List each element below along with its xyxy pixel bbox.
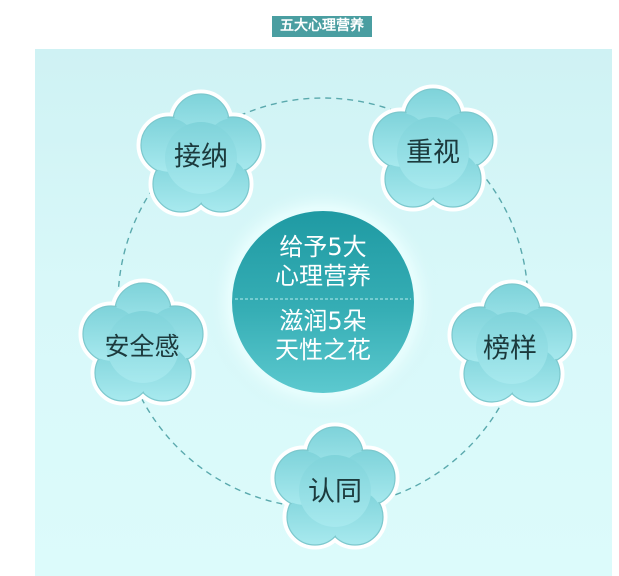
center-top-text: 给予5大 心理营养 (275, 233, 371, 291)
center-top-line1: 给予5大 (279, 233, 367, 261)
diagram-graphics (35, 49, 612, 576)
center-circle (232, 211, 414, 393)
center-bottom-line2: 天性之花 (275, 336, 371, 364)
page-title: 五大心理营养 (272, 16, 372, 37)
flower-label-role-model: 榜样 (483, 333, 537, 365)
center-bottom-text: 滋润5朵 天性之花 (275, 307, 371, 365)
flower-label-recognition: 认同 (308, 476, 362, 508)
flower-label-acceptance: 接纳 (174, 141, 228, 173)
flower-label-attention: 重视 (406, 137, 460, 169)
center-top-line2: 心理营养 (275, 262, 371, 290)
flower-label-security: 安全感 (104, 332, 180, 361)
center-bottom-line1: 滋润5朵 (279, 307, 367, 335)
diagram-panel: 给予5大 心理营养 滋润5朵 天性之花 接纳 重视 榜样 认同 安全感 (35, 49, 612, 576)
